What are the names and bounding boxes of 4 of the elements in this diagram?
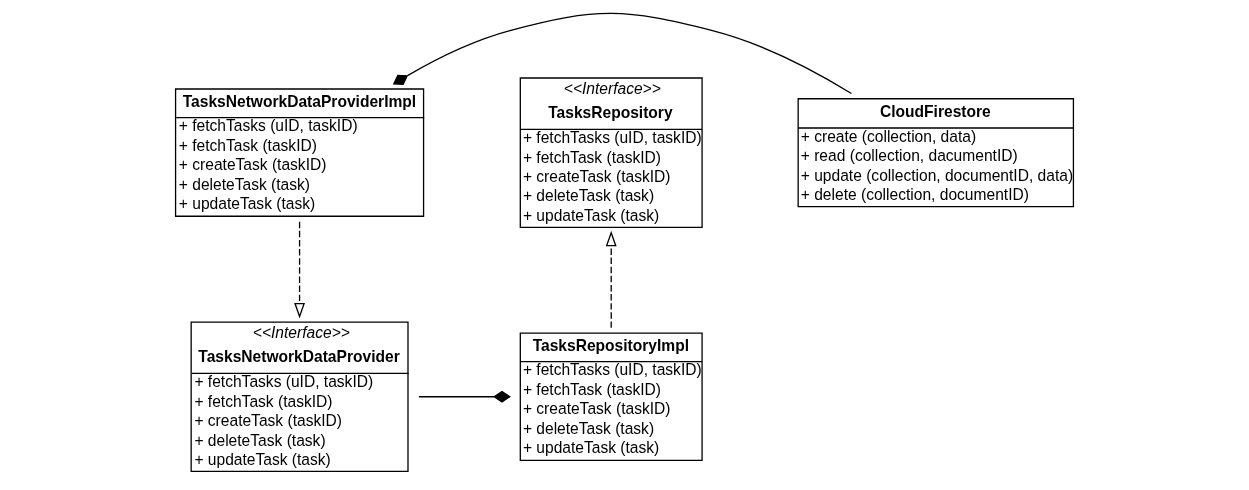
arrow (294, 221, 306, 319)
arrow (605, 230, 617, 329)
connector (392, 12, 853, 95)
connector (418, 390, 511, 403)
